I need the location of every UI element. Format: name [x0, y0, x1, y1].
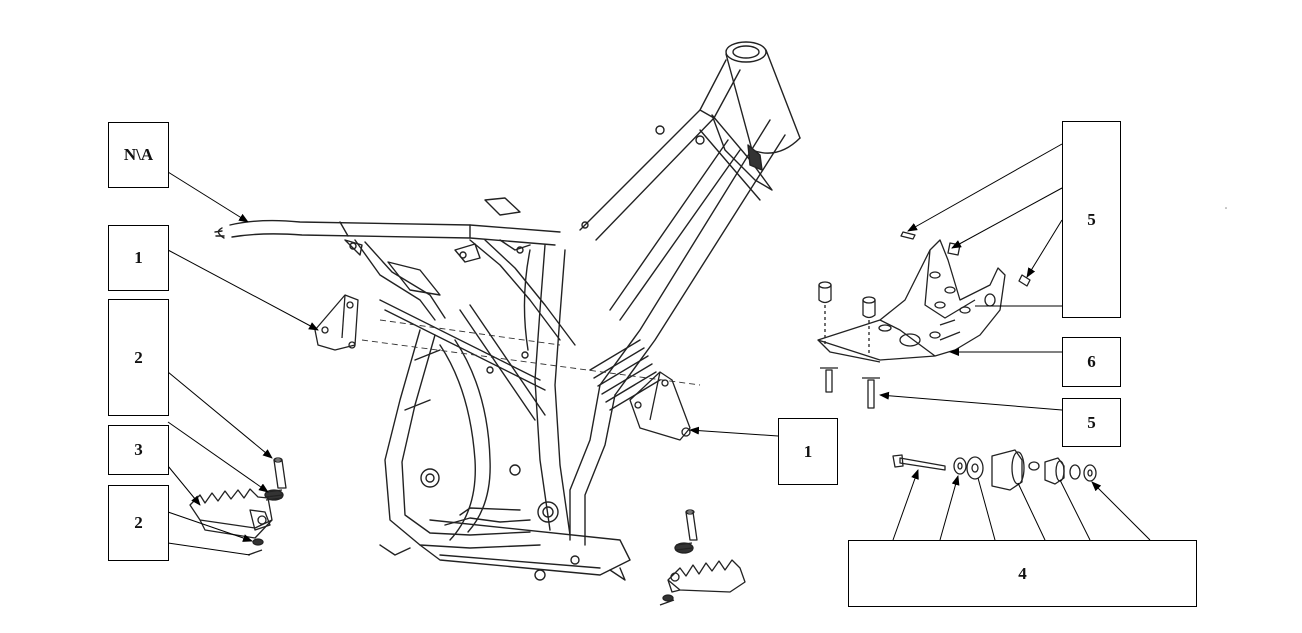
alignment-lines — [361, 319, 701, 386]
callout-footpeg: 3 — [108, 425, 169, 475]
callout-frame-bracket-right: 1 — [778, 418, 838, 485]
footpeg-right-assembly — [659, 509, 746, 606]
skid-plate — [817, 231, 1031, 409]
frame-bracket-left — [314, 294, 359, 351]
callout-frame-bracket-left: 1 — [108, 225, 169, 291]
footpeg-left-assembly — [189, 457, 287, 556]
swingarm-pivot-kit — [892, 449, 1097, 491]
callout-footpeg-pin-top: 2 — [108, 299, 169, 416]
main-frame — [214, 41, 801, 581]
callout-skid-plate: 6 — [1062, 337, 1121, 387]
callout-footpeg-spring: 2 — [108, 485, 169, 561]
callout-skid-plate-bolt: 5 — [1062, 398, 1121, 447]
callout-na: N\A — [108, 122, 169, 188]
stray-dot — [1225, 207, 1227, 209]
callout-swingarm-pivot-kit: 4 — [848, 540, 1197, 607]
callout-skid-plate-mounts: 5 — [1062, 121, 1121, 318]
leader-lines — [167, 143, 1151, 556]
